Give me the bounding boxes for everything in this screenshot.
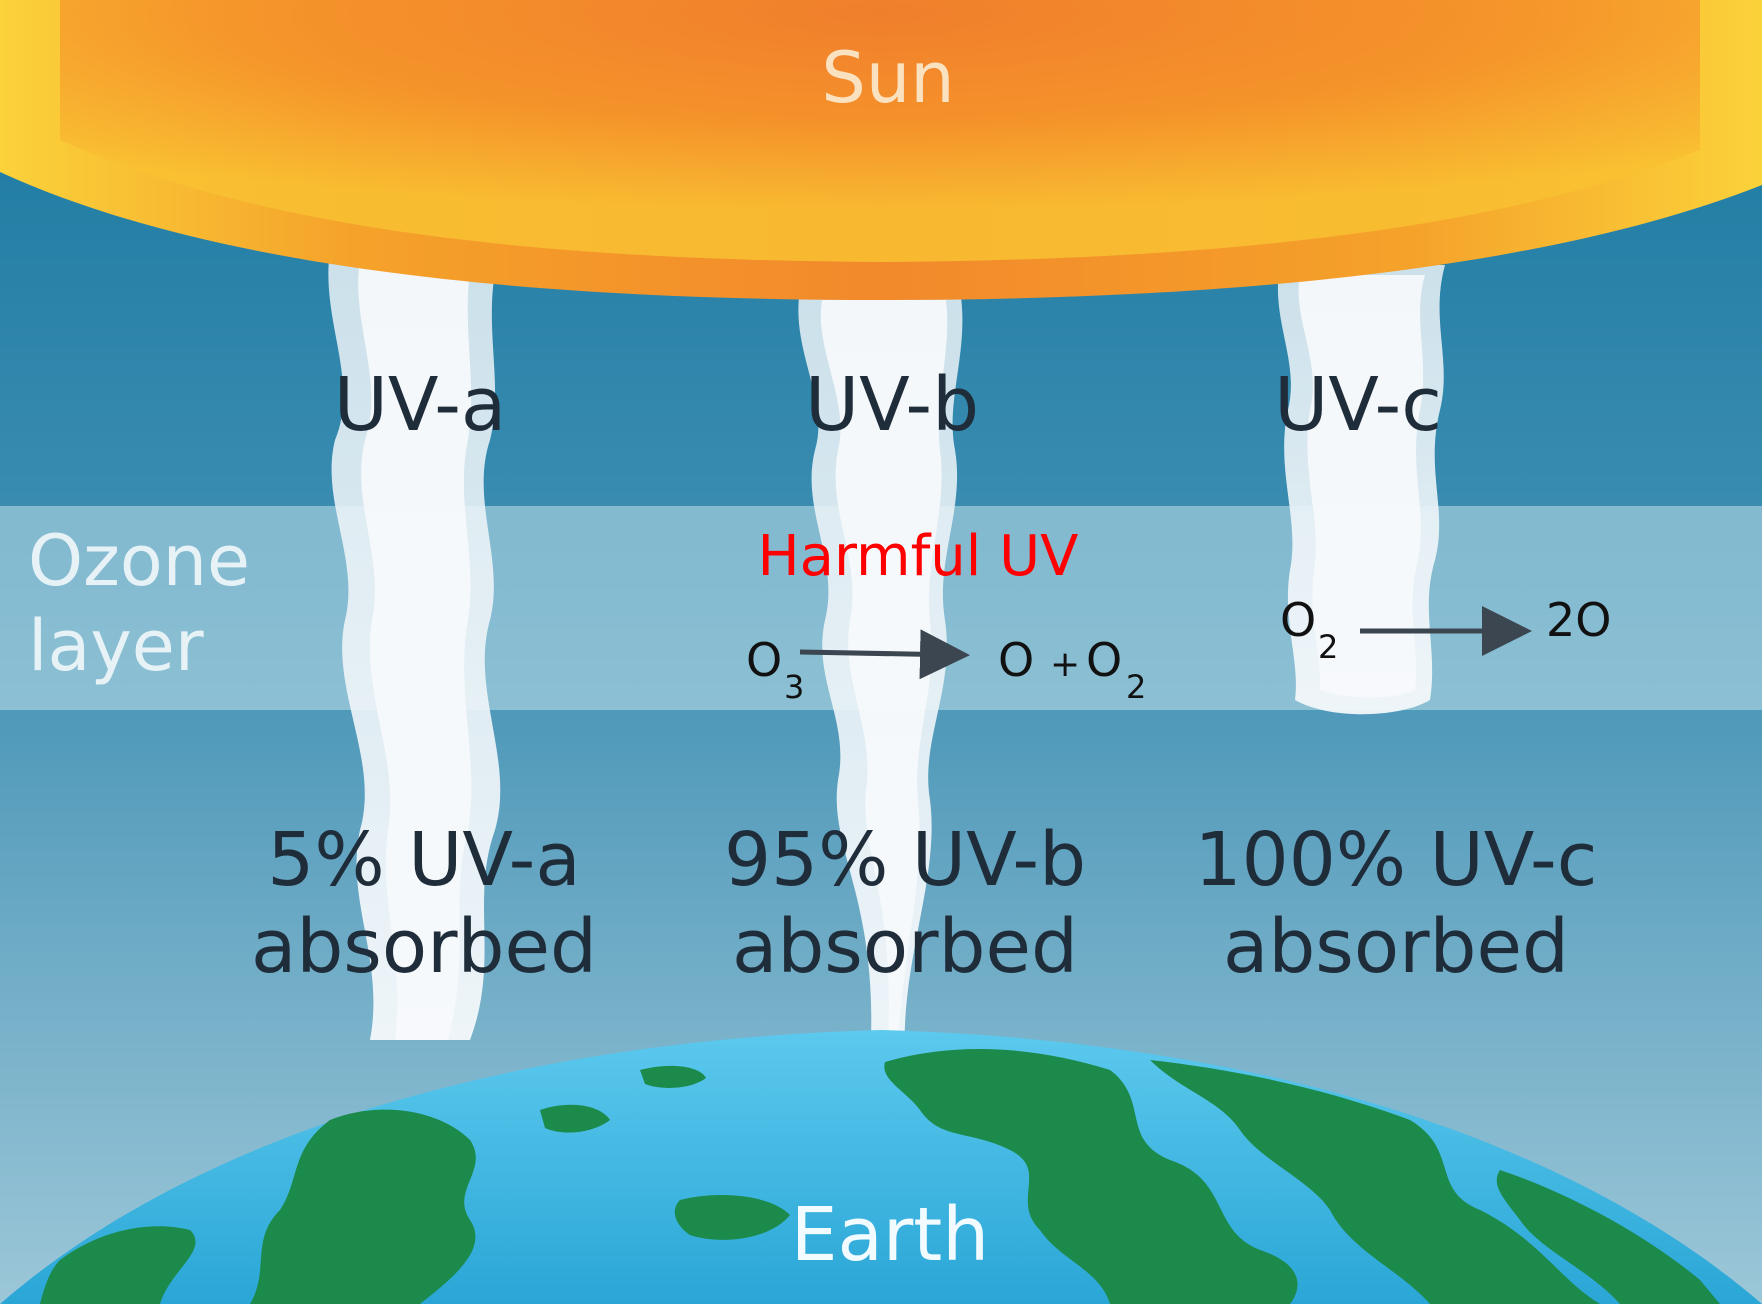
uvb-reaction: O 3 O + O 2	[746, 629, 1146, 706]
ozone-label-line1: Ozone	[28, 520, 250, 602]
uv-a-absorbed-line2: absorbed	[251, 904, 597, 990]
uvc-reactant-subscript: 2	[1318, 628, 1338, 666]
earth-label: Earth	[791, 1192, 989, 1278]
uv-b-absorbed-line1: 95% UV-b	[724, 817, 1086, 903]
uvb-reaction-arrow	[799, 629, 970, 680]
uv-a-beam	[328, 250, 501, 1040]
uvc-product: 2O	[1546, 593, 1611, 647]
uvb-reactant-subscript: 3	[784, 668, 804, 706]
uv-c-absorbed-line2: absorbed	[1223, 904, 1569, 990]
uvc-reactant: O	[1280, 593, 1316, 647]
harmful-uv-label: Harmful UV	[758, 524, 1079, 589]
uv-a-absorbed-line1: 5% UV-a	[267, 817, 580, 903]
ozone-label-line2: layer	[28, 605, 204, 687]
uvb-plus-sign: +	[1050, 644, 1080, 685]
uv-c-absorbed-line1: 100% UV-c	[1195, 817, 1598, 903]
uv-b-beam	[798, 290, 963, 1060]
earth-land	[884, 1048, 1298, 1304]
sun-label: Sun	[821, 37, 954, 119]
uvb-product-o: O	[998, 633, 1034, 687]
uvb-reactant: O	[746, 633, 782, 687]
sun-core	[60, 0, 1700, 262]
uvc-reaction: O 2 2O	[1280, 593, 1611, 666]
uv-b-absorbed-line2: absorbed	[732, 904, 1078, 990]
uv-c-beam	[1277, 265, 1445, 715]
uv-c-label: UV-c	[1274, 362, 1442, 448]
uv-b-label: UV-b	[805, 362, 979, 448]
uvb-product-o2: O	[1086, 633, 1122, 687]
uv-a-label: UV-a	[334, 362, 507, 448]
uvb-product-o2-subscript: 2	[1126, 668, 1146, 706]
earth-globe	[0, 1030, 1762, 1304]
